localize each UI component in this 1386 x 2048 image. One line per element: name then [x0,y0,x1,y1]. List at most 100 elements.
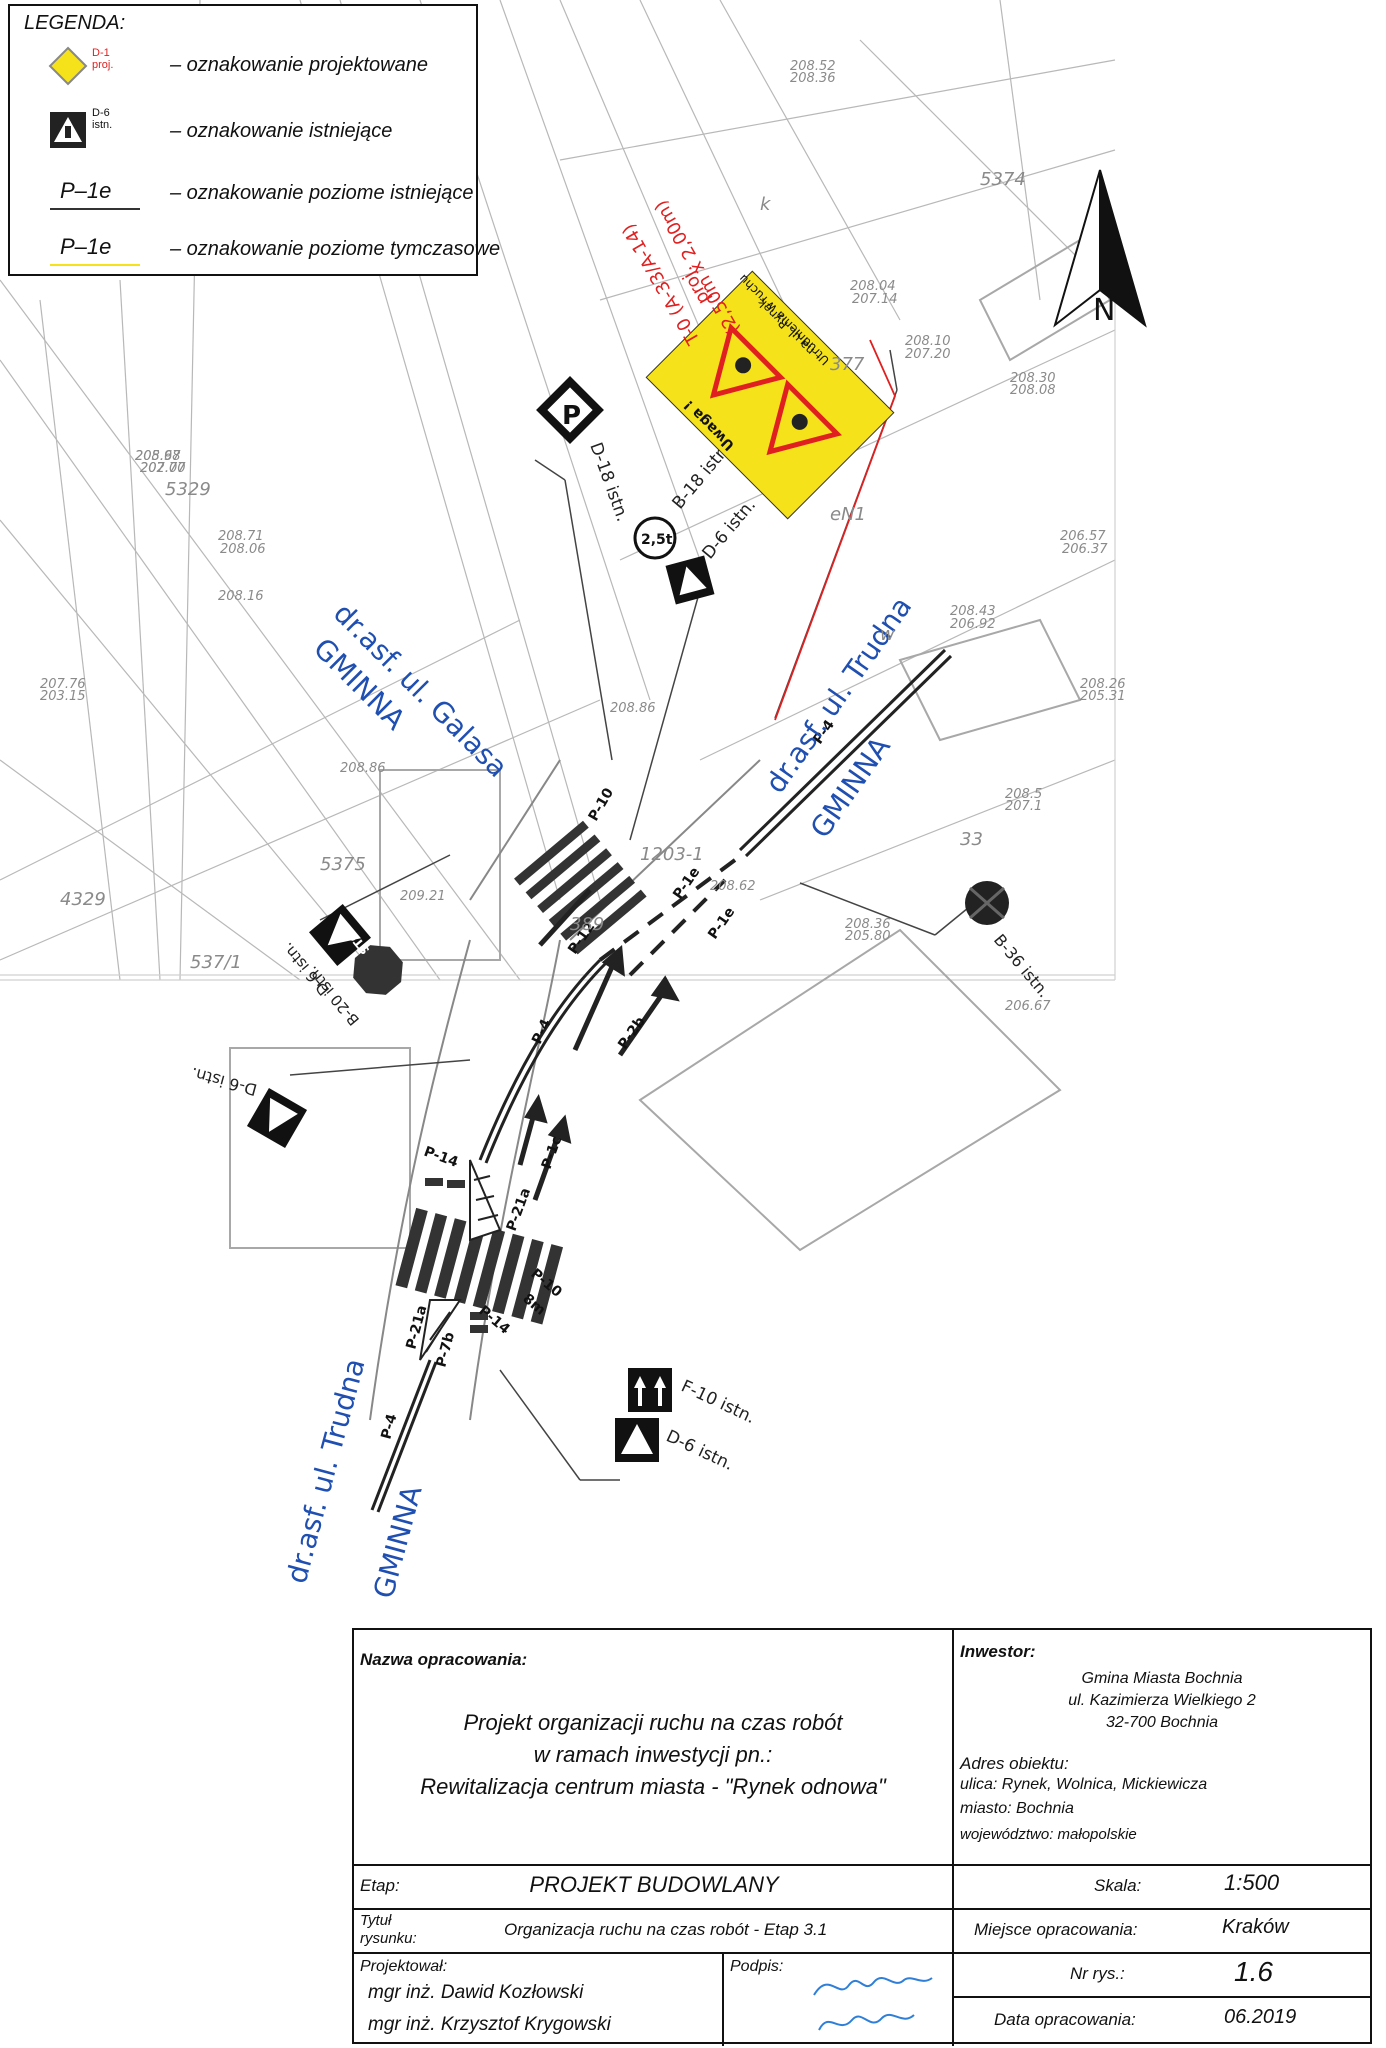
tb-name-line2: w ramach inwestycji pn.: [533,1742,773,1767]
d6-mid-sign [246,1087,308,1149]
survey-elevation: 208.08 [1010,383,1056,398]
legend-box: LEGENDA: D-1 proj. – oznakowanie projekt… [8,4,500,276]
marking-p4-mid [478,958,608,1164]
tb-signature-label: Podpis: [730,1958,784,1975]
label-p1e-1: P-1e [670,864,703,902]
legend-code-1: D-1 [92,47,110,59]
tb-designer-2: mgr inż. Krzysztof Krygowski [368,2014,611,2035]
crossing-p10-bottom [395,1207,564,1325]
survey-elevation: 207.77 [140,461,186,476]
d6-top-label: D-6 istn. [699,495,761,563]
survey-elevation: 208.30 [1010,371,1056,386]
tb-place-value: Kraków [1222,1916,1289,1938]
marking-p4-top [738,648,953,858]
survey-elevation: 207.14 [852,292,898,307]
survey-elevation: 207.76 [40,677,86,692]
legend-code-4: P–1e [60,234,112,259]
legend-sub-2: istn. [92,119,113,131]
label-p10-top: P-10 [586,785,618,824]
f10-sign [628,1368,672,1412]
survey-elevation: 208.86 [610,701,656,716]
legend-sub-1: proj. [92,59,114,71]
survey-elevation: 203.15 [40,689,86,704]
d18-label: D-18 istn. [585,440,632,525]
parcel-number: 5374 [980,169,1026,190]
legend-row-horizontal-existing: P–1e – oznakowanie poziome istniejące [30,174,474,214]
label-p1c: P-1c [539,1134,566,1171]
legend-row-horizontal-temporary: P–1e – oznakowanie poziome tymczasowe [30,230,500,270]
tb-scale-value: 1:500 [1224,1870,1280,1895]
tb-investor-line2: ul. Kazimierza Wielkiego 2 [1068,1692,1256,1709]
tb-stage-value: PROJEKT BUDOWLANY [529,1872,779,1897]
survey-elevation: 206.37 [1062,542,1108,557]
parcel-number: 5375 [320,854,366,875]
survey-elevation: 206.92 [950,617,996,632]
parcel-number: 33 [960,829,983,850]
tb-designer-label: Projektował: [360,1958,448,1975]
tb-investor-line1: Gmina Miasta Bochnia [1081,1670,1243,1687]
legend-row-projected: D-1 proj. – oznakowanie projektowane [30,46,470,86]
yellow-diamond-icon [48,46,88,86]
tb-designer-1: mgr inż. Dawid Kozłowski [368,1982,584,2003]
survey-elevation: 208.10 [905,334,951,349]
survey-elevation: 208.71 [218,529,264,544]
legend-underline-3 [50,208,140,210]
survey-elevation: 209.21 [400,889,446,904]
survey-elevation: 207.20 [905,347,951,362]
building-outlines [229,238,1112,1252]
tb-date-value: 06.2019 [1224,2006,1297,2028]
tb-stage-label: Etap: [360,1876,400,1895]
tb-title-label-2: rysunku: [360,1930,417,1947]
tb-name-line1: Projekt organizacji ruchu na czas robót [463,1710,843,1735]
tb-date-label: Data opracowania: [994,2010,1136,2029]
d6-mid-label: D-6 istn. [189,1064,259,1100]
pedestrian-crossing-icon [50,112,86,148]
d6-left-sign [309,904,371,966]
b18-value: 2,5t [641,532,673,548]
utility-label: w [880,624,895,645]
survey-elevation: 208.36 [790,71,836,86]
tb-drawing-no-value: 1.6 [1234,1956,1273,1987]
survey-elevation: 205.98 [135,449,181,464]
tb-address-label: Adres obiektu: [960,1754,1069,1773]
site-plan-map: N P D-18 istn. 2,5t B-18 istn. D-6 istn.… [0,0,1147,1602]
parcel-number: 389 [570,914,604,935]
survey-elevation: 206.67 [1005,999,1051,1014]
tb-address-line3: województwo: małopolskie [960,1826,1137,1843]
leader-lines [289,349,969,1481]
marking-p1e [598,858,737,977]
survey-elevation: 208.5 [1005,787,1042,802]
survey-elevation: 205.31 [1080,689,1126,704]
survey-elevation: 202.00 [140,461,186,476]
legend-row-existing: D-6 istn. – oznakowanie istniejące [30,108,470,152]
legend-text-1: – oznakowanie projektowane [170,54,428,76]
survey-background [0,0,1121,981]
survey-elevation: 205.80 [845,929,891,944]
survey-elevation: 208.62 [710,879,756,894]
utility-label: eN1 [830,504,866,525]
marking-p12 [538,888,592,947]
survey-elevation: 206.57 [1060,529,1106,544]
legend-title: LEGENDA: [24,12,126,34]
survey-elevation: 208.16 [218,589,264,604]
street-trudna-bottom-1: dr.asf. ul. Trudna [280,1355,372,1587]
tb-scale-label: Skala: [1094,1876,1142,1895]
utility-label: k [760,194,772,215]
marking-arrows [517,944,680,1201]
survey-elevations: 208.67207.77208.71208.06208.16207.76203.… [40,59,1126,1014]
survey-elevation: 208.52 [790,59,836,74]
tb-address-line2: miasto: Bochnia [960,1800,1074,1817]
legend-underline-4 [50,264,140,266]
tb-address-line1: ulica: Rynek, Wolnica, Mickiewicza [960,1776,1208,1793]
survey-elevation: 208.26 [1080,677,1126,692]
parcel-number: 5329 [165,479,211,500]
survey-elevation: 207.1 [1005,799,1042,814]
d6-bottom-sign [615,1418,659,1462]
b36-label: B-36 istn. [990,930,1054,1001]
d6-top-sign [665,555,715,605]
project-sign-leader [774,339,896,721]
b20-stop-sign [353,945,403,995]
label-p4-bottom: P-4 [378,1412,400,1441]
legend-text-4: – oznakowanie poziome tymczasowe [170,238,501,260]
label-p1e-2: P-1e [705,904,738,942]
